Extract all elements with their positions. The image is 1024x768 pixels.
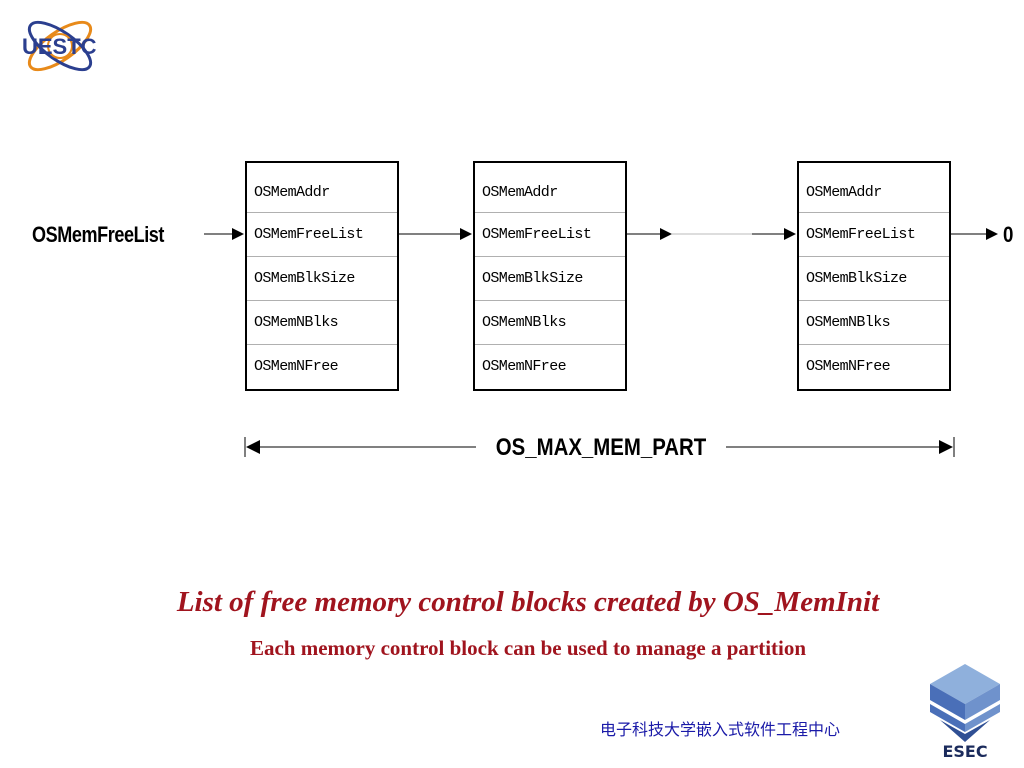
field-osmemblksize: OSMemBlkSize (799, 257, 949, 301)
memory-control-block: OSMemAddr OSMemFreeList OSMemBlkSize OSM… (473, 161, 627, 391)
field-osmemnblks: OSMemNBlks (799, 301, 949, 345)
uestc-logo-text: UESTC (22, 34, 97, 59)
field-osmemfreelist: OSMemFreeList (475, 213, 625, 257)
field-osmemaddr: OSMemAddr (475, 163, 625, 213)
span-arrowhead-right (939, 440, 953, 454)
field-osmemaddr: OSMemAddr (799, 163, 949, 213)
null-terminator-label: 0 (1003, 222, 1014, 247)
field-osmemfreelist: OSMemFreeList (799, 213, 949, 257)
slide-caption-title: List of free memory control blocks creat… (176, 586, 880, 618)
esec-logo-text: ESEC (942, 742, 987, 760)
slide-caption-subtitle: Each memory control block can be used to… (249, 636, 807, 660)
field-osmemfreelist: OSMemFreeList (247, 213, 397, 257)
field-osmemnfree: OSMemNFree (806, 358, 891, 375)
memory-control-block: OSMemAddr OSMemFreeList OSMemBlkSize OSM… (797, 161, 951, 391)
field-osmemnblks: OSMemNBlks (475, 301, 625, 345)
span-arrowhead-left (246, 440, 260, 454)
memory-control-block: OSMemAddr OSMemFreeList OSMemBlkSize OSM… (245, 161, 399, 391)
list-head-label: OSMemFreeList (32, 222, 165, 247)
field-osmemaddr: OSMemAddr (247, 163, 397, 213)
field-osmemnfree: OSMemNFree (482, 358, 567, 375)
field-osmemnblks: OSMemNBlks (247, 301, 397, 345)
uestc-logo: UESTC (22, 20, 97, 72)
institution-footer-text: 电子科技大学嵌入式软件工程中心 (600, 720, 841, 739)
field-osmemblksize: OSMemBlkSize (475, 257, 625, 301)
field-osmemnfree: OSMemNFree (254, 358, 339, 375)
field-osmemblksize: OSMemBlkSize (247, 257, 397, 301)
esec-logo: ESEC (930, 664, 1000, 760)
span-label: OS_MAX_MEM_PART (494, 434, 708, 462)
